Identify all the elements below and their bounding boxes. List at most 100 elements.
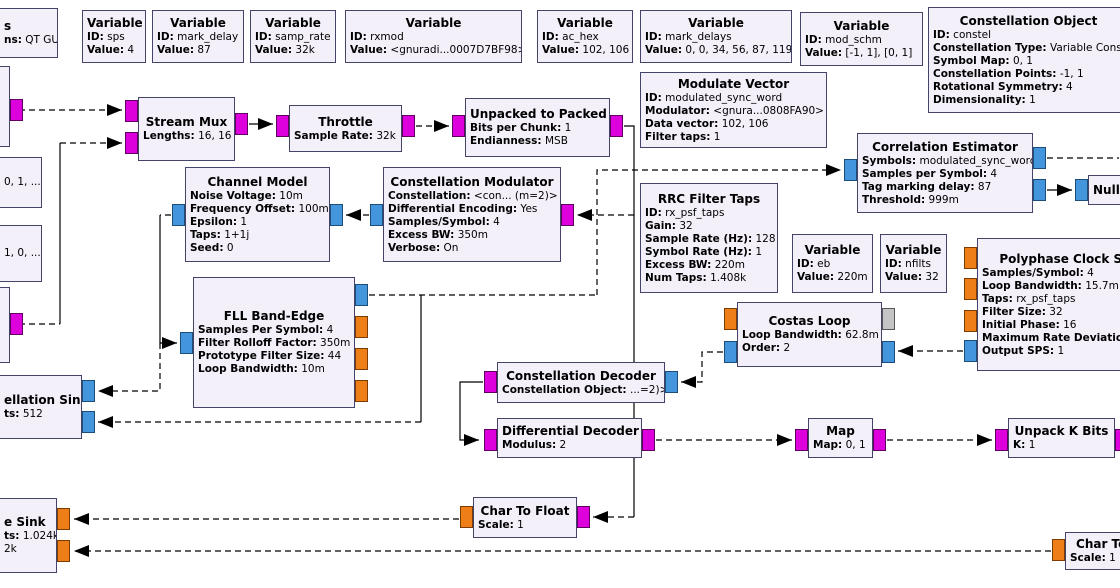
block-title: Variable [87,16,143,30]
correlation-estimator-port-complex[interactable] [1033,179,1046,201]
channel-model-port-complex[interactable] [172,204,185,226]
constellation-decoder-port-byte[interactable] [484,371,497,393]
costas-loop-port-optional[interactable] [882,308,895,330]
block-polyphase-clock-sync[interactable]: Polyphase Clock SyncSamples/Symbol: 4Loo… [977,238,1120,371]
correlation-estimator-port-complex[interactable] [844,159,857,181]
channel-model-port-complex[interactable] [330,204,343,226]
differential-decoder-port-byte[interactable] [484,429,497,451]
map-port-byte[interactable] [795,429,808,451]
param-value: 0, 1 [845,439,866,451]
block-title: Variable [557,16,613,30]
block-source-edge-2[interactable]: 0, 1, ... [0,157,42,208]
block-title: Unpacked to Packed [470,107,607,121]
block-options[interactable]: sns: QT GUI [0,8,58,58]
polyphase-clock-sync-port-float[interactable] [964,278,977,300]
block-source-edge-3[interactable]: 1, 0, ... [0,225,42,282]
wire-11[interactable] [159,215,177,344]
block-null-sink[interactable]: Null [1088,175,1120,205]
polyphase-clock-sync-port-float[interactable] [964,310,977,332]
constellation-sink-port-complex[interactable] [82,411,95,433]
throttle-port-byte[interactable] [276,115,289,137]
constellation-sink-port-complex[interactable] [82,380,95,402]
constellation-modulator-port-byte[interactable] [561,204,574,226]
block-param: 2k [4,543,52,556]
map-port-byte[interactable] [873,429,886,451]
unpacked-to-packed-port-byte[interactable] [452,115,465,137]
time-sink-port-float[interactable] [57,508,70,530]
constellation-modulator-port-complex[interactable] [370,204,383,226]
wire-6[interactable] [624,125,635,517]
fll-band-edge-port-complex[interactable] [180,332,193,354]
block-source-edge-4[interactable] [0,287,10,363]
param-label: Excess BW: [645,258,712,271]
wire-20[interactable] [681,351,723,383]
char-to-float-port-float[interactable] [460,506,473,528]
source-edge-4-port-byte[interactable] [10,313,23,335]
param-value: 32k [376,129,396,142]
stream-mux-port-byte[interactable] [125,100,138,122]
fll-band-edge-port-float[interactable] [355,348,368,370]
stream-mux-port-byte[interactable] [125,132,138,154]
source-edge-1-port-byte[interactable] [10,99,23,121]
fll-band-edge-port-complex[interactable] [355,284,368,306]
char-to-float-2-port-float[interactable] [1052,539,1065,561]
param-label: Sample Rate (Hz): [645,232,753,245]
polyphase-clock-sync-port-complex[interactable] [964,340,977,362]
fll-band-edge-port-float[interactable] [355,316,368,338]
correlation-estimator-port-complex[interactable] [1033,147,1046,169]
block-param: ID: rxmod [350,31,517,44]
char-to-float-port-byte[interactable] [577,506,590,528]
throttle-port-byte[interactable] [402,115,415,137]
block-param: Filter taps: 1 [645,131,822,144]
stream-mux-port-byte[interactable] [235,113,248,135]
wire-23[interactable] [459,381,483,441]
differential-decoder-port-byte[interactable] [642,429,655,451]
costas-loop-port-float[interactable] [724,308,737,330]
time-sink-port-float[interactable] [57,540,70,562]
unpack-k-bits-port-byte[interactable] [995,429,1008,451]
block-source-edge-1[interactable] [0,66,10,147]
fll-band-edge-port-float[interactable] [355,380,368,402]
param-value: modulated_sync_word [665,91,783,104]
costas-loop-port-complex[interactable] [724,341,737,363]
null-sink-port-complex[interactable] [1075,179,1088,201]
block-param: Scale: 1 [1070,552,1120,565]
polyphase-clock-sync-port-float[interactable] [964,247,977,269]
costas-loop-port-complex[interactable] [882,341,895,363]
constellation-decoder-port-complex[interactable] [665,371,678,393]
unpack-k-bits-port-byte[interactable] [1115,429,1120,451]
unpacked-to-packed-port-byte[interactable] [610,115,623,137]
wire-14[interactable] [596,169,841,295]
wire-12[interactable] [98,343,161,392]
block-param: Data vector: 102, 106 [645,118,822,131]
